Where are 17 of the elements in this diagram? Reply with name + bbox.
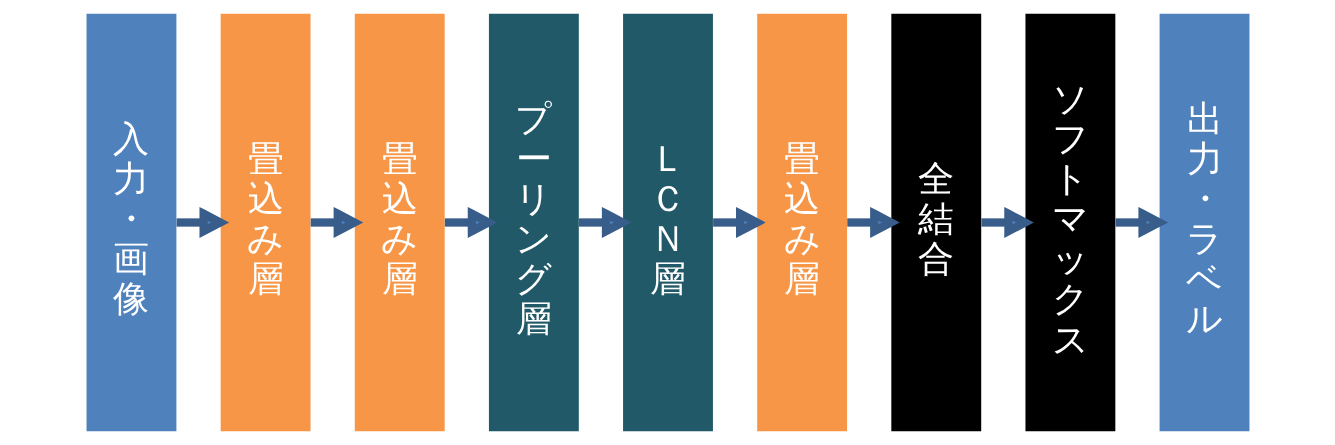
arrow [1115,206,1168,239]
node-box: 出力・ラベル [1159,13,1249,432]
arrow [310,206,363,239]
node-box: 全結合 [890,13,981,432]
node-box: 畳込み層 [354,13,445,432]
arrow [578,206,632,239]
arrow [176,206,229,239]
arrow [846,206,900,239]
node-box: ＬＣＮ層 [622,13,713,432]
arrow [980,206,1034,239]
arrow [712,206,766,239]
node-box: ソフトマックス [1024,13,1115,432]
node-box: プーリング層 [488,13,579,432]
node-box: 畳込み層 [220,13,311,432]
arrow [444,206,497,239]
node-box: 畳込み層 [756,13,847,432]
node-box: 入力・画像 [86,13,176,432]
